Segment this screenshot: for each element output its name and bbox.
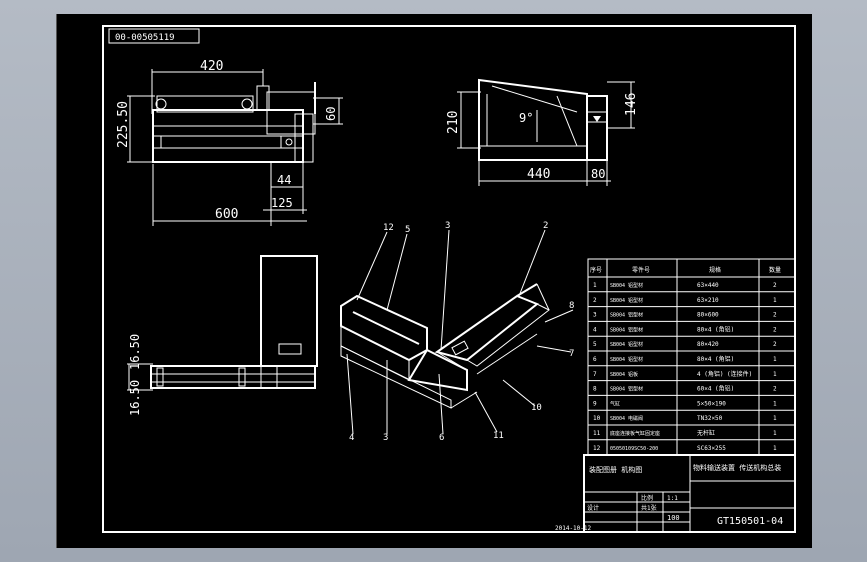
bom-cell-no: 10 (593, 415, 601, 422)
bom-cell-no: 9 (593, 400, 597, 407)
bom-cell-part: SB004 铝型材 (610, 356, 643, 363)
bom-cell-part: SB004 铝型材 (610, 341, 643, 348)
bom-cell-part: SB004 铝型材 (610, 386, 643, 393)
bom-header-spec: 规格 (709, 266, 721, 274)
bom-cell-spec: 无杆缸 (697, 429, 715, 437)
dim-44: 44 (277, 173, 291, 187)
title-designer: 设计 (587, 504, 599, 512)
bom-cell-spec: 60×4 (角铝) (697, 385, 734, 393)
dim-146: 146 (624, 93, 639, 116)
bom-cell-spec: 80×420 (697, 341, 719, 348)
bom-header-no: 序号 (590, 266, 602, 274)
bom-cell-spec: 80×4 (角铝) (697, 355, 734, 363)
balloon-5: 5 (405, 225, 410, 235)
dim-125: 125 (271, 196, 293, 210)
dim-420: 420 (200, 59, 223, 74)
bom-cell-qty: 1 (773, 371, 777, 378)
balloon-10: 10 (531, 403, 542, 413)
bom-header-qty: 数量 (769, 266, 781, 274)
title-scale-label: 比例 (641, 494, 653, 502)
bom-cell-qty: 1 (773, 297, 777, 304)
bom-cell-part: SB004 铝型材 (610, 282, 643, 289)
drawing-tag-box (108, 28, 200, 44)
bom-cell-spec: 80×4 (角铝) (697, 325, 734, 333)
cad-drawing: 00-00505119 420 (102, 25, 796, 533)
bom-cell-no: 6 (593, 356, 597, 363)
bom-cell-no: 2 (593, 297, 597, 304)
drawing-canvas[interactable]: 00-00505119 420 (56, 14, 812, 548)
bom-cell-no: 1 (593, 282, 597, 289)
bom-cell-part: SB004 电磁阀 (610, 415, 643, 422)
dim-210: 210 (446, 111, 461, 134)
bom-header-part: 零件号 (632, 266, 650, 274)
front-view: 420 225.50 (116, 59, 343, 226)
bom-cell-spec: SC63×255 (697, 445, 726, 452)
drawing-tag-code: 00-00505119 (115, 33, 175, 43)
bom-cell-part: SB004 铝型材 (610, 312, 643, 319)
plan-view: 16.50 16.50 (127, 255, 318, 416)
dim-600: 600 (215, 207, 238, 222)
balloon-4: 4 (349, 433, 354, 443)
bom-cell-qty: 2 (773, 386, 777, 393)
bom-cell-part: 05050109SC50-200 (610, 446, 658, 452)
bom-cell-spec: 4 (角铝) (连接件) (697, 370, 752, 378)
balloon-3: 3 (445, 221, 450, 231)
bom-cell-qty: 2 (773, 326, 777, 333)
bom-cell-part: SB004 铝型材 (610, 326, 643, 333)
balloon-12: 12 (383, 223, 394, 233)
bom-cell-part: 气缸 (610, 400, 620, 407)
balloon-3b: 3 (383, 433, 388, 443)
bom-cell-part: 底座连接板气缸固定座 (610, 430, 660, 437)
bom-cell-qty: 2 (773, 282, 777, 289)
dim-80: 80 (591, 167, 605, 181)
title-block: 装配图册 机构图 物料输送装置 传送机构总装 比例 1:1 设计 共1张 100… (555, 454, 796, 533)
bom-cell-no: 8 (593, 386, 597, 393)
bom-cell-qty: 2 (773, 312, 777, 319)
dim-plan-a: 16.50 (128, 334, 142, 370)
title-scale-value: 1:1 (667, 495, 678, 502)
balloon-7: 7 (569, 349, 574, 359)
bom-cell-no: 7 (593, 371, 597, 378)
bom-cell-no: 5 (593, 341, 597, 348)
bom-cell-qty: 1 (773, 356, 777, 363)
bom-cell-spec: TN32×50 (697, 415, 723, 422)
bom-cell-no: 12 (593, 445, 601, 452)
dim-440: 440 (527, 167, 550, 182)
bom-cell-qty: 1 (773, 415, 777, 422)
bom-cell-part: SB004 铝板 (610, 371, 638, 378)
bom-cell-no: 4 (593, 326, 597, 333)
side-view: 9° 210 146 440 80 (446, 78, 639, 186)
title-sheet: 共1张 (641, 504, 657, 512)
bom-cell-part: SB004 铝型材 (610, 297, 643, 304)
bom-cell-qty: 1 (773, 445, 777, 452)
corner-code: 2014-10-12 (555, 525, 592, 532)
title-count: 100 (667, 514, 680, 522)
part-balloons: 12 5 3 2 8 7 10 11 6 3 4 (346, 221, 574, 443)
balloon-8: 8 (569, 301, 574, 311)
isometric-view (340, 283, 550, 409)
bom-cell-spec: 63×210 (697, 297, 719, 304)
bom-cell-spec: 80×600 (697, 312, 719, 319)
balloon-6: 6 (439, 433, 444, 443)
bom-cell-no: 11 (593, 430, 601, 437)
title-left-top: 装配图册 机构图 (589, 465, 642, 474)
bom-cell-qty: 1 (773, 400, 777, 407)
balloon-11: 11 (493, 431, 504, 441)
drawing-border (102, 25, 796, 533)
drawing-number: GT150501-04 (717, 516, 783, 527)
dim-angle: 9° (519, 111, 533, 125)
dim-225-50: 225.50 (116, 101, 131, 148)
dim-60: 60 (324, 107, 338, 121)
balloon-2: 2 (543, 221, 548, 231)
bom-cell-spec: 63×440 (697, 282, 719, 289)
bom-cell-qty: 1 (773, 430, 777, 437)
bom-cell-qty: 2 (773, 341, 777, 348)
title-right-top: 物料输送装置 传送机构总装 (693, 463, 781, 472)
dim-plan-b: 16.50 (128, 380, 142, 416)
bom-cell-spec: 5×50×190 (697, 400, 726, 407)
bom-cell-no: 3 (593, 312, 597, 319)
